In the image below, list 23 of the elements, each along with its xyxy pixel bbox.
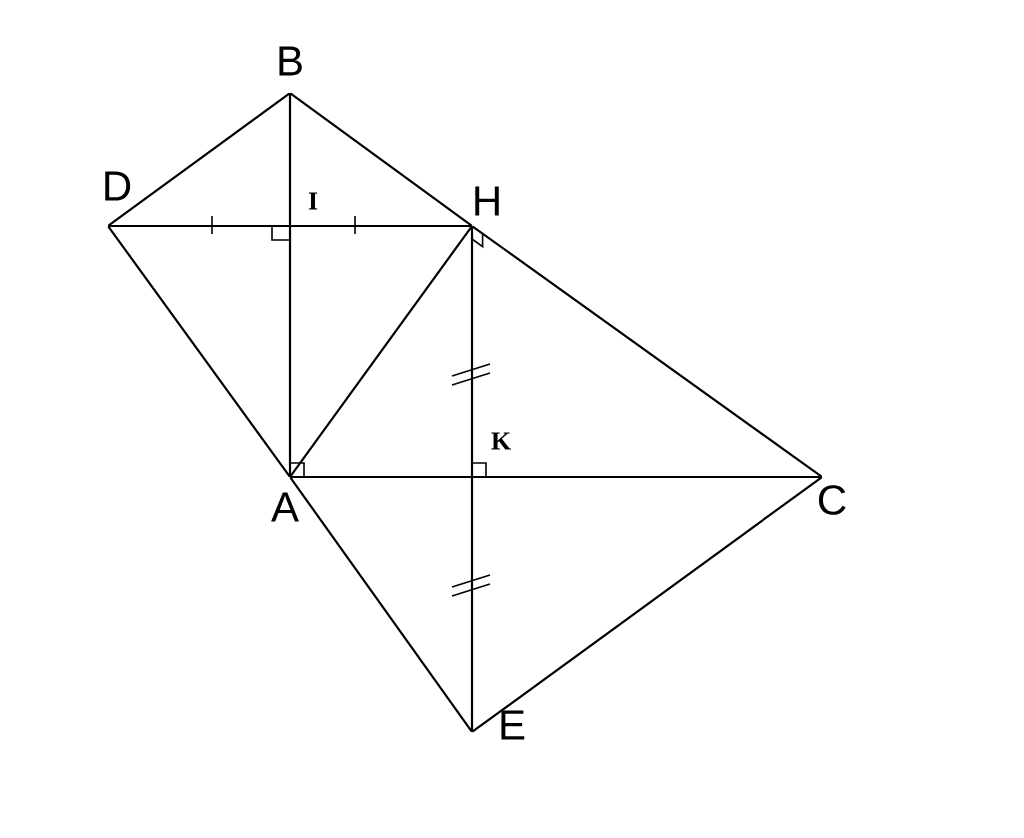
line-segment xyxy=(108,92,290,227)
point-label: B xyxy=(279,46,302,76)
line-segment xyxy=(472,475,822,479)
line-segment xyxy=(472,476,822,733)
line-segment xyxy=(289,477,473,732)
line-segment xyxy=(289,226,473,477)
line-segment xyxy=(108,224,290,228)
point-label: I xyxy=(308,192,318,210)
line-segment xyxy=(290,475,472,479)
line-segment xyxy=(288,93,292,226)
point-label: E xyxy=(501,710,525,740)
point-label: D xyxy=(105,171,131,201)
line-segment xyxy=(470,477,474,732)
point-label: C xyxy=(819,485,846,515)
line-segment xyxy=(290,92,472,227)
point-label: H xyxy=(475,186,499,216)
line-segment xyxy=(290,224,472,228)
line-segment xyxy=(107,226,291,477)
point-label: K xyxy=(491,432,511,450)
line-segment xyxy=(470,226,474,477)
line-segment xyxy=(288,226,292,477)
point-label: A xyxy=(271,492,299,522)
line-segment xyxy=(472,225,822,478)
